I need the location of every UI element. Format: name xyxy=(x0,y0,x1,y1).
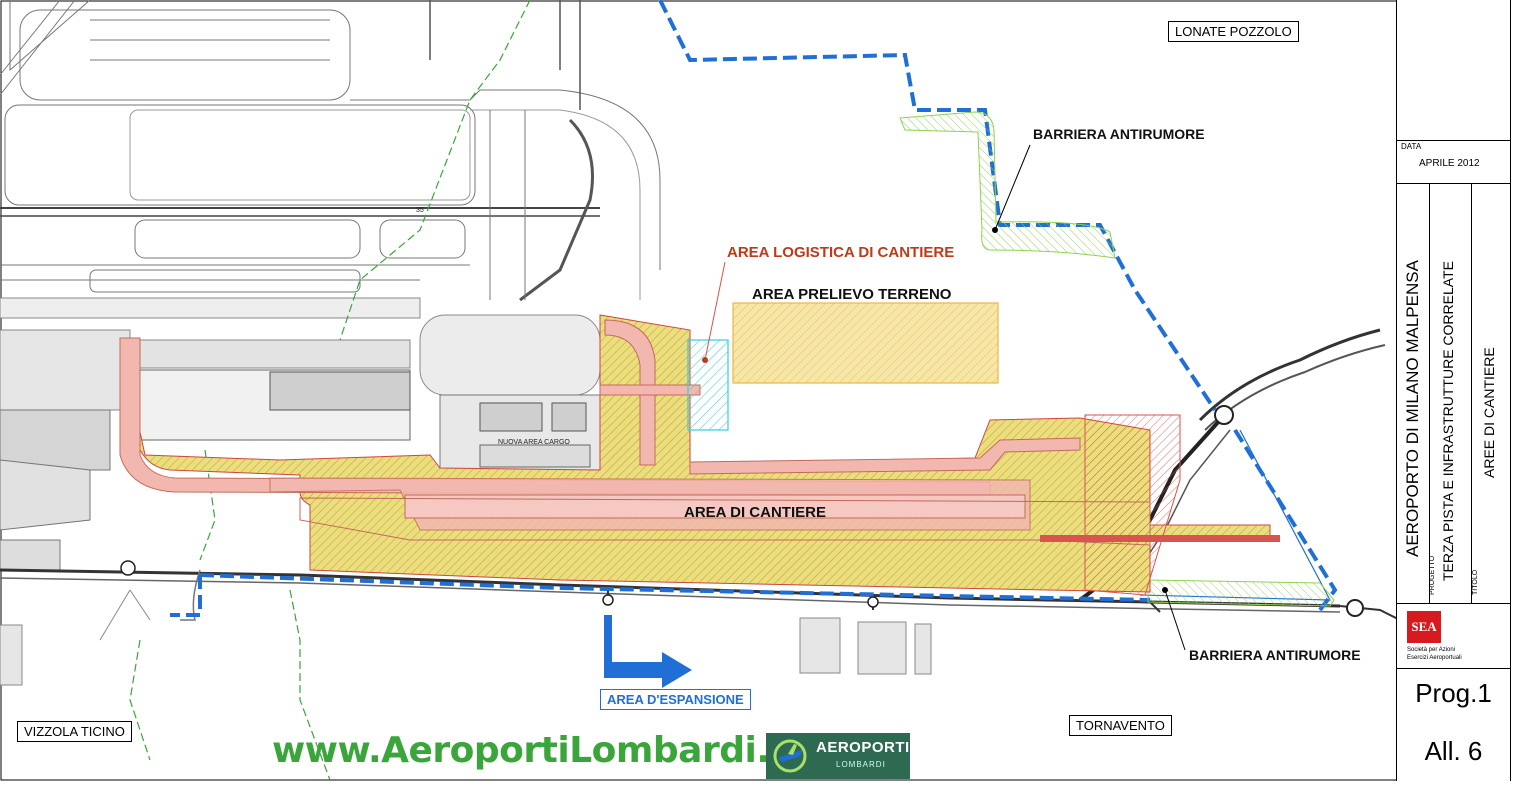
place-label-vizzola: VIZZOLA TICINO xyxy=(17,721,132,742)
place-label-lonate: LONATE POZZOLO xyxy=(1168,21,1299,42)
noise-barrier-north xyxy=(899,111,1116,259)
plane-logo-icon xyxy=(773,739,807,773)
new-runway-taxiways xyxy=(119,319,1280,546)
south-buildings xyxy=(0,617,932,686)
logistics-area xyxy=(687,339,729,431)
noise-barrier-south xyxy=(1147,579,1335,607)
sea-caption-2: Esercizi Aeroportuali xyxy=(1407,655,1462,661)
title-label: TITOLO xyxy=(1472,569,1479,595)
construction-area-label: AREA DI CANTIERE xyxy=(684,504,826,521)
title-block-top xyxy=(1397,0,1510,141)
terminal-apron-area xyxy=(0,297,606,571)
website-url[interactable]: www.AeroportiLombardi.it xyxy=(272,730,799,771)
soil-extraction-hatch xyxy=(733,303,998,383)
sea-logo-cell: SEA Società per Azioni Esercizi Aeroport… xyxy=(1397,603,1510,669)
leader-dot-south xyxy=(1162,587,1168,593)
leader-dot-logistics xyxy=(702,357,708,363)
date-value: APRILE 2012 xyxy=(1419,158,1480,169)
leader-dot-north xyxy=(992,227,998,233)
project-label: PROGETTO xyxy=(1429,555,1436,595)
cargo-label: NUOVA AREA CARGO xyxy=(498,439,570,446)
construction-east-wedge xyxy=(1084,414,1181,596)
prog-label: Prog.1 xyxy=(1415,678,1492,708)
logistics-area-label: AREA LOGISTICA DI CANTIERE xyxy=(727,244,954,261)
green-dashed-paths xyxy=(129,0,531,781)
existing-airport-infrastructure xyxy=(0,0,661,302)
sea-caption-1: Società per Azioni xyxy=(1407,647,1456,653)
project-divider xyxy=(1429,183,1430,603)
aeroporti-lombardi-logo: AEROPORTI LOMBARDI xyxy=(766,733,910,779)
logo-subtitle: LOMBARDI xyxy=(836,760,886,769)
place-label-tornavento: TORNAVENTO xyxy=(1069,715,1172,736)
project-cell: AEROPORTO DI MILANO MALPENSA PROGETTO TE… xyxy=(1397,183,1510,604)
sea-logo: SEA xyxy=(1407,611,1441,643)
date-cell: DATA APRILE 2012 xyxy=(1397,140,1510,184)
soil-area-label: AREA PRELIEVO TERRENO xyxy=(752,286,952,303)
title-block: DATA APRILE 2012 AEROPORTO DI MILANO MAL… xyxy=(1396,0,1511,781)
expansion-arrow xyxy=(604,615,692,688)
all-label: All. 6 xyxy=(1424,736,1483,766)
leader-lines xyxy=(704,144,1186,651)
title-block-separator xyxy=(1396,668,1509,669)
barrier-label-top: BARRIERA ANTIRUMORE xyxy=(1033,126,1205,142)
runway-number: 35 xyxy=(416,207,424,214)
barrier-label-bottom: BARRIERA ANTIRUMORE xyxy=(1189,647,1361,663)
airport-name: AEROPORTO DI MILANO MALPENSA xyxy=(1403,260,1422,557)
date-label: DATA xyxy=(1401,142,1422,151)
title-divider xyxy=(1471,183,1472,603)
expansion-label: AREA D'ESPANSIONE xyxy=(600,689,751,710)
logo-title: AEROPORTI xyxy=(816,739,910,756)
project-name: TERZA PISTA E INFRASTRUTTURE CORRELATE xyxy=(1440,261,1456,581)
drawing-title: AREE DI CANTIERE xyxy=(1481,347,1497,478)
